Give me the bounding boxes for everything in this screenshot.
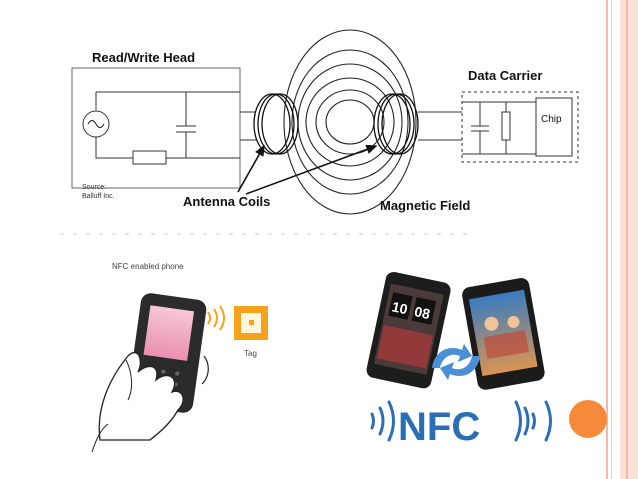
nfc-tag — [234, 306, 268, 340]
antenna-coil-arrows — [237, 144, 378, 195]
source-label: Source: — [82, 184, 106, 191]
antenna-coils-label: Antenna Coils — [183, 194, 270, 209]
nfc-logo: NFC — [370, 400, 552, 449]
phone-clock-minutes: 08 — [413, 303, 432, 322]
antenna-coil-left — [253, 93, 299, 155]
read-write-head-circuit — [71, 67, 256, 189]
data-carrier-label: Data Carrier — [468, 68, 542, 83]
data-carrier-circuit — [418, 91, 579, 163]
smartphone-right — [462, 278, 545, 390]
smartphone-left: 10 08 — [366, 271, 451, 389]
hand-holding-phone — [91, 293, 209, 453]
tag-label: Tag — [244, 349, 257, 358]
nfc-waves-to-tag — [207, 305, 225, 331]
magnetic-field-label: Magnetic Field — [380, 198, 470, 213]
nfc-logo-text: NFC — [398, 405, 480, 449]
slide-border-line — [626, 0, 628, 479]
slide-border-line — [611, 0, 612, 479]
slide-border-line — [606, 0, 608, 479]
source-company: Balluff Inc. — [82, 193, 115, 200]
exchange-arrows — [432, 344, 480, 380]
read-write-head-label: Read/Write Head — [92, 50, 195, 65]
magnetic-field-lines — [283, 29, 417, 215]
nfc-phone-screen — [143, 305, 195, 361]
slide-border-band — [620, 0, 638, 479]
chip-label: Chip — [541, 114, 562, 125]
antenna-coil-right — [373, 93, 419, 155]
phone-clock-hours: 10 — [391, 298, 410, 317]
nfc-phone-caption: NFC enabled phone — [112, 262, 184, 271]
orange-bullet-dot — [569, 400, 607, 438]
